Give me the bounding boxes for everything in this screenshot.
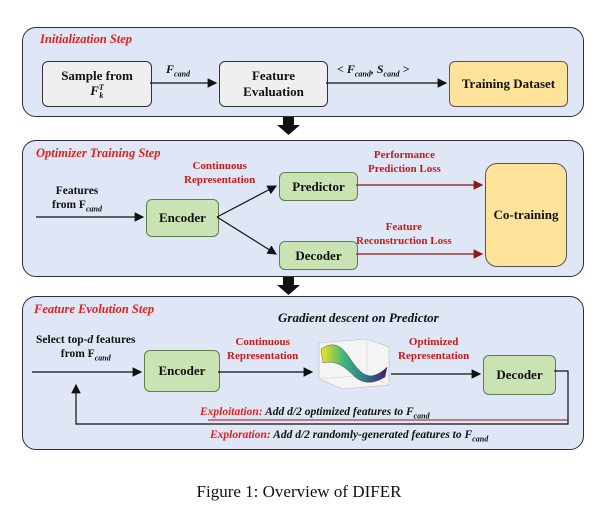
optimizer-encoder-box: Encoder [146,199,219,237]
figure-caption: Figure 1: Overview of DIFER [196,482,402,501]
features-from-fcand-label: Features from Fcand [52,185,102,214]
optimizer-decoder-box: Decoder [279,241,358,270]
gradient-descent-title: Gradient descent on Predictor [278,310,439,325]
fcand-edge-label: Fcand [166,62,191,79]
feature-evaluation-box: Feature Evaluation [219,61,328,107]
feature-evolution-step-title: Feature Evolution Step [34,302,155,316]
initialization-step-title: Initialization Step [40,32,133,46]
sample-box-label: Sample from [61,67,133,83]
exploration-label: Exploration: Add d/2 randomly-generated … [210,429,489,444]
optimizer-training-step-title: Optimizer Training Step [36,146,161,160]
select-top-d-features-label: Select top-d features from Fcand [36,334,136,363]
evolution-encoder-box: Encoder [144,350,220,392]
block-arrow-1 [277,117,300,135]
fcand-scand-pair-label: < Fcand, Scand > [337,62,410,79]
predictor-surface-plot-icon [318,338,390,390]
evolution-decoder-box: Decoder [483,355,556,395]
co-training-box: Co-training [485,163,567,267]
block-arrow-2 [277,277,300,295]
exploitation-label: Exploitation: Add d/2 optimized features… [200,406,430,421]
predictor-box: Predictor [279,172,358,201]
training-dataset-box: Training Dataset [449,61,568,107]
